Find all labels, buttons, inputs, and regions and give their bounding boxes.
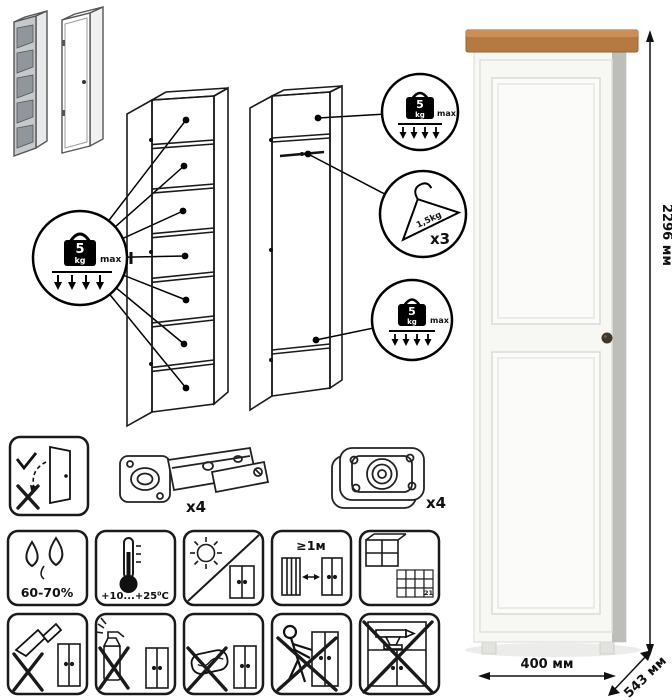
wardrobe-foot [481, 641, 497, 655]
callout-top-load: 5 kg max [380, 72, 460, 152]
cabinet-icon [233, 645, 257, 689]
icon-heat-distance: ≥1м [270, 529, 353, 607]
tile-grid-icon [396, 569, 434, 598]
shelf-load-value: 5 [75, 242, 84, 257]
door-knob-icon [601, 332, 613, 344]
cabinet-icon [321, 557, 343, 596]
window-icon [365, 533, 407, 567]
door-upper-panel [491, 77, 601, 325]
icon-humidity: 60-70% [6, 529, 89, 607]
callout-shelf-load: 5 kg max [31, 209, 129, 307]
top-load-unit: kg [415, 111, 425, 119]
icon-hinge: x4 [119, 446, 270, 516]
down-arrows-icon [391, 334, 432, 346]
hanger-count: x3 [430, 230, 450, 248]
radiator-icon [281, 557, 301, 596]
icon-temperature: +10...+25⁰C [94, 529, 177, 607]
bottom-load-max: max [430, 316, 450, 325]
drop-icon [48, 536, 64, 567]
sun-icon [190, 537, 222, 569]
weight-icon [406, 97, 434, 119]
height-label: 2296 мм [659, 204, 672, 266]
icon-no-solvent-spray [94, 612, 177, 696]
weight-icon [398, 304, 426, 326]
cabinet-icon [145, 647, 169, 689]
icon-ventilated-room: 21 [358, 529, 441, 607]
down-arrows-icon [399, 127, 440, 139]
top-load-max: max [437, 109, 457, 118]
callout-hangers: 1,5kg x3 [378, 169, 468, 259]
thumb-cabinet-closed [61, 5, 104, 154]
depth-label: 543 мм [621, 654, 669, 700]
open-door [249, 94, 273, 412]
wardrobe-foot [599, 641, 615, 655]
callout-dots [179, 116, 190, 392]
door-lower-panel [491, 351, 601, 615]
wardrobe-door [479, 59, 613, 633]
thumb-cabinet-open [13, 9, 48, 157]
icon-no-heavy-loads [358, 612, 441, 696]
check-icon [15, 452, 38, 471]
open-door [126, 98, 153, 428]
icon-no-dragging [270, 612, 353, 696]
shelf-lines [151, 139, 215, 373]
cabinet-icon [229, 565, 255, 599]
tile-number: 21 [424, 589, 434, 597]
shelf-load-unit: kg [74, 256, 85, 265]
top-load-value: 5 [416, 98, 424, 111]
thumb-door-handle-icon [82, 80, 86, 84]
door-leaf-icon [49, 445, 71, 505]
weight-handle-icon [68, 232, 92, 243]
icon-no-sharp-tools [6, 612, 89, 696]
weight-icon [64, 240, 96, 266]
hinge-count: x4 [186, 498, 206, 516]
temperature-label: +10...+25⁰C [101, 591, 169, 602]
icon-no-abrasives [182, 612, 265, 696]
half-drop-icon [40, 565, 45, 580]
width-label: 400 мм [521, 657, 574, 672]
cabinet-icon [57, 643, 81, 687]
hinge-cup-icon [130, 467, 160, 491]
bottom-load-unit: kg [407, 318, 417, 326]
wardrobe-render [465, 29, 641, 657]
down-arrows-icon [54, 275, 104, 290]
dimension-depth: 543 мм [608, 650, 670, 700]
dimension-width: 400 мм [478, 657, 616, 680]
shelf-load-max: max [100, 255, 121, 265]
dimension-height: 2296 мм [646, 30, 672, 656]
icon-door-warning [8, 435, 90, 517]
foot-base-icon [339, 447, 425, 501]
foot-count: x4 [426, 494, 446, 512]
icon-no-direct-sunlight [182, 529, 265, 607]
drop-icon [25, 540, 39, 568]
humidity-label: 60-70% [21, 585, 74, 600]
anvil-icon [375, 628, 416, 650]
callout-bottom-load: 5 kg max [370, 278, 454, 362]
bottom-load-value: 5 [408, 305, 416, 318]
distance-label: ≥1м [296, 538, 325, 553]
icon-foot: x4 [331, 447, 446, 512]
callout-dots [304, 114, 322, 344]
